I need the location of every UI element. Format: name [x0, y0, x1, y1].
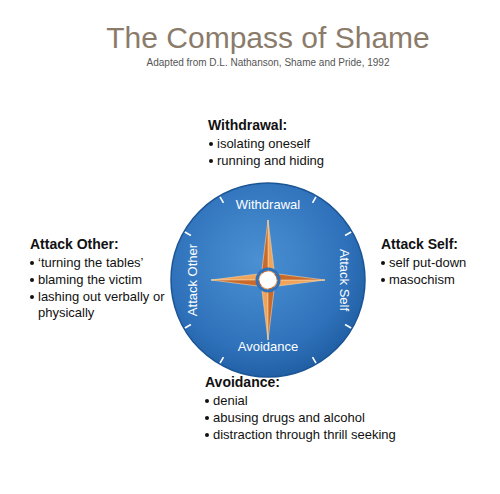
direction-label: Attack Self [337, 249, 352, 311]
hub-dot [260, 272, 277, 289]
bullet-dot [209, 142, 213, 146]
bullet-item: self put-down [389, 255, 466, 271]
direction-label: Avoidance [238, 339, 298, 354]
tick-mark [345, 232, 351, 236]
bullet-dot [381, 261, 385, 265]
bullet-item: isolating oneself [217, 136, 310, 152]
bullet-item: lashing out verbally or physically [38, 289, 166, 321]
subtitle: Adapted from D.L. Nathanson, Shame and P… [147, 56, 390, 69]
bullet-dot [381, 278, 385, 282]
bullet-item: running and hiding [217, 153, 324, 169]
direction-label: Attack Other [185, 244, 200, 316]
bullet-item: masochism [389, 272, 455, 288]
direction-label: Withdrawal [236, 197, 300, 212]
bullet-dot [205, 399, 209, 403]
bullet-dot [30, 261, 34, 265]
diagram-title: The Compass of Shame [106, 20, 429, 56]
direction-heading: Attack Other: [30, 236, 119, 253]
tick-mark [313, 197, 317, 203]
bullet-dot [30, 278, 34, 282]
tick-mark [345, 325, 351, 329]
bullet-item: abusing drugs and alcohol [213, 410, 365, 426]
tick-mark [185, 325, 191, 329]
bullet-item: distraction through thrill seeking [213, 427, 396, 443]
bullet-item: ‘turning the tables’ [38, 255, 144, 271]
bullet-dot [30, 295, 34, 299]
bullet-item: denial [213, 393, 248, 409]
tick-mark [220, 197, 224, 203]
bullet-dot [205, 433, 209, 437]
tick-mark [313, 357, 317, 363]
direction-heading: Attack Self: [381, 236, 458, 253]
bullet-dot [205, 416, 209, 420]
tick-mark [185, 232, 191, 236]
compass-circle: WithdrawalAttack SelfAvoidance Attack Oth… [170, 182, 366, 378]
hub-ring [257, 269, 279, 291]
bullet-item: blaming the victim [38, 272, 142, 288]
direction-heading: Withdrawal: [208, 117, 287, 134]
tick-mark [220, 357, 224, 363]
compass-disc [171, 183, 365, 377]
bullet-dot [209, 159, 213, 163]
